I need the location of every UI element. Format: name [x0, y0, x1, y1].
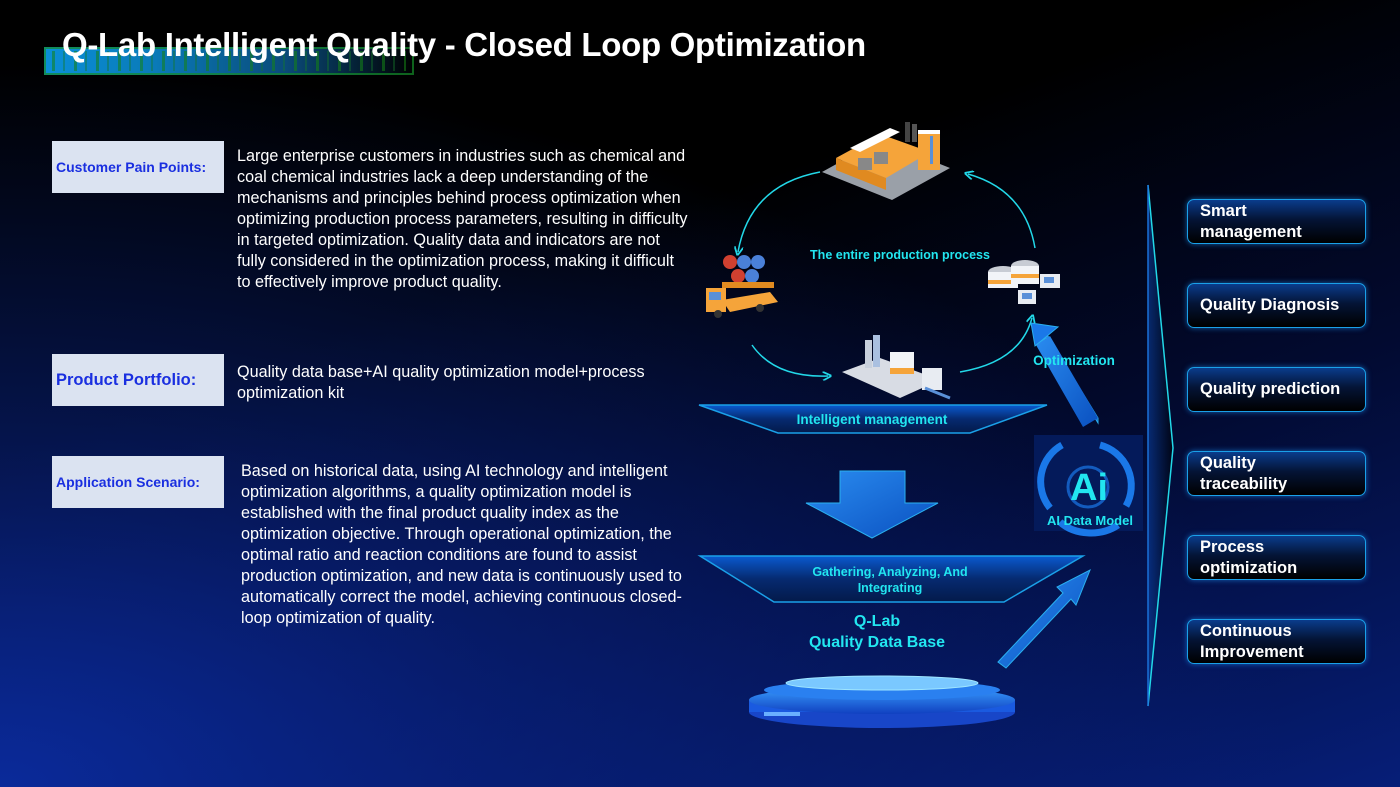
processing-plant-icon [842, 335, 951, 400]
down-arrow-icon [805, 470, 939, 539]
pain-points-text: Large enterprise customers in industries… [237, 147, 688, 291]
intelligent-management-banner: Intelligent management [698, 404, 1048, 434]
optimization-arrow [1030, 322, 1099, 427]
truck-icon [706, 255, 778, 318]
ai-cycle-icon [1037, 441, 1064, 511]
ai-data-model: Ai AI Data Model [1034, 435, 1143, 537]
database-platform-icon [749, 675, 1015, 728]
page-title: Q-Lab Intelligent Quality - Closed Loop … [62, 26, 866, 63]
gathering-banner: Gathering, Analyzing, And Integrating [697, 555, 1086, 603]
capability-quality-prediction: Quality prediction [1187, 367, 1366, 412]
factory-icon [822, 122, 950, 200]
cycle-arrow-tanks-to-factory [968, 174, 1036, 249]
svg-text:Intelligent management: Intelligent management [797, 412, 948, 427]
storage-tanks-icon [988, 260, 1060, 304]
cycle-arrow-factory-to-truck [738, 171, 821, 252]
cycle-arrows [738, 172, 1035, 376]
cycle-arrow-truck-to-plant [751, 344, 828, 376]
application-scenario-label: Application Scenario: [52, 456, 224, 508]
svg-text:Gathering, Analyzing, And: Gathering, Analyzing, And [812, 565, 967, 579]
application-scenario-text: Based on historical data, using AI techn… [241, 462, 682, 627]
product-portfolio-text: Quality data base+AI quality optimizatio… [237, 363, 645, 402]
capability-quality-diagnosis: Quality Diagnosis [1187, 283, 1366, 328]
cycle-arrow-plant-to-tanks [959, 318, 1032, 373]
pain-points-label: Customer Pain Points: [52, 141, 224, 193]
svg-text:Ai: Ai [1070, 467, 1108, 509]
title-decoration [44, 47, 414, 75]
product-portfolio-label: Product Portfolio: [52, 354, 224, 406]
database-label-line1: Q-Lab [854, 613, 900, 630]
database-label-line2: Quality Data Base [809, 634, 945, 651]
arrow-to-ai-model [997, 568, 1091, 669]
svg-text:Integrating: Integrating [858, 581, 923, 595]
capabilities-bracket [1147, 184, 1174, 707]
optimization-label: Optimization [1033, 353, 1115, 368]
svg-text:AI Data Model: AI Data Model [1047, 513, 1133, 528]
cycle-label: The entire production process [810, 248, 990, 262]
